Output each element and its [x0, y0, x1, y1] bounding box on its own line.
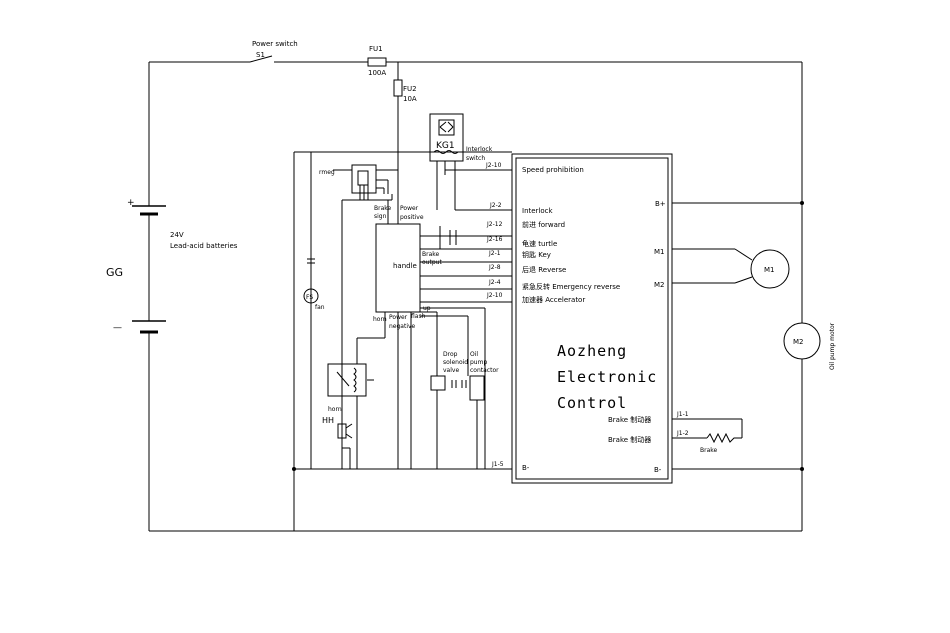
pin-j1-2: J1-2 [676, 430, 689, 437]
horn-label: horn [328, 406, 342, 413]
fu2-rating-label: 10A [403, 95, 417, 103]
fs-label: FS [306, 294, 313, 301]
pin-j2-4: J2-4 [488, 279, 501, 286]
junction-dot [292, 467, 296, 471]
up-label: up [423, 305, 431, 312]
interlock-label: Interlock [522, 207, 554, 215]
fuse-fu2 [393, 79, 403, 97]
pin-j1-5: J1-5 [491, 461, 504, 468]
motor-m1-label: M1 [764, 266, 775, 274]
pin-j2-10b: J2-10 [486, 292, 503, 299]
controller-box [511, 153, 673, 484]
main-power-loop [148, 55, 803, 532]
battery-voltage-label: 24V [170, 231, 184, 239]
pin-j1-1: J1-1 [676, 411, 689, 418]
oil-pump-label-1: Oil [470, 351, 478, 358]
brake-2-label: Brake 制动器 [608, 435, 651, 444]
brake-sign-label-2: sign [374, 213, 387, 220]
controller-title-2: Electronic [557, 368, 657, 386]
forward-label: 前进 forward [522, 220, 565, 229]
fuse-fu1 [367, 57, 387, 67]
m1-terminal-label: M1 [654, 248, 665, 256]
power-positive-label-1: Power [400, 205, 419, 212]
flash-label: flash [411, 313, 426, 320]
brake-output-label-2: output [422, 259, 442, 266]
m2-terminal-label: M2 [654, 281, 665, 289]
power-negative-label-2: negative [389, 323, 416, 330]
oil-pump-label-2: pump [470, 359, 487, 366]
hh-label: HH [322, 416, 334, 425]
speed-prohibition-label: Speed prohibition [522, 166, 584, 174]
brake-resistor-label: Brake [700, 447, 718, 454]
battery-plus-label: + [127, 198, 135, 208]
accelerator-label: 加速器 Accelerator [522, 295, 585, 304]
oil-pump-label-3: contactor [470, 367, 499, 374]
drop-solenoid-label-1: Drop [443, 351, 458, 358]
key-label: 钥匙 Key [522, 250, 551, 259]
b-plus-label: B+ [655, 200, 666, 208]
turtle-label: 龟速 turtle [522, 239, 557, 248]
fan-label: fan [315, 304, 325, 311]
battery-symbol [132, 205, 166, 334]
power-negative-label-1: Power [389, 314, 408, 321]
small-block-label: rmeg [319, 169, 335, 176]
pin-j2-1: J2-1 [488, 250, 501, 257]
drop-solenoid-label-3: valve [443, 367, 459, 374]
pin-j2-10: J2-10 [485, 162, 502, 169]
brake-sign-label-1: Brake [374, 205, 392, 212]
battery-minus-label: — [113, 323, 122, 333]
pin-j2-2: J2-2 [489, 202, 502, 209]
pin-j2-8: J2-8 [488, 264, 501, 271]
fu1-label: FU1 [369, 45, 383, 53]
b-minus-left-label: B- [522, 464, 530, 472]
horn-neg-label: horn [373, 316, 387, 323]
battery-desc-label: Lead-acid batteries [170, 242, 238, 250]
kg1-label: KG1 [436, 141, 455, 151]
brake-1-label: Brake 制动器 [608, 415, 651, 424]
battery-id-label: GG [106, 266, 123, 279]
power-positive-label-2: positive [400, 214, 424, 221]
drop-solenoid-label-2: solenoid [443, 359, 468, 366]
motor-m1 [750, 249, 790, 289]
pin-j2-12: J2-12 [486, 221, 503, 228]
controller-title-3: Control [557, 394, 627, 412]
reverse-label: 后退 Reverse [522, 265, 566, 274]
interlock-switch-label-2: switch [466, 155, 485, 162]
brake-output-label-1: Brake [422, 251, 440, 258]
controller-title-1: Aozheng [557, 342, 627, 360]
oil-pump-motor-label: Oil pump motor [829, 322, 836, 370]
handle-label: handle [393, 262, 417, 270]
kg1-interlock-switch [429, 113, 464, 210]
b-minus-right-label: B- [654, 466, 662, 474]
output-wiring [672, 202, 802, 470]
interlock-switch-label-1: Interlock [466, 146, 493, 153]
s1-label: S1 [256, 51, 265, 59]
fu2-label: FU2 [403, 85, 417, 93]
power-switch-label: Power switch [252, 40, 298, 48]
pin-j2-16: J2-16 [486, 236, 503, 243]
fu1-rating-label: 100A [368, 69, 386, 77]
motor-m2 [783, 322, 821, 360]
emergency-reverse-label: 紧急反转 Emergency reverse [522, 282, 620, 291]
motor-m2-label: M2 [793, 338, 804, 346]
